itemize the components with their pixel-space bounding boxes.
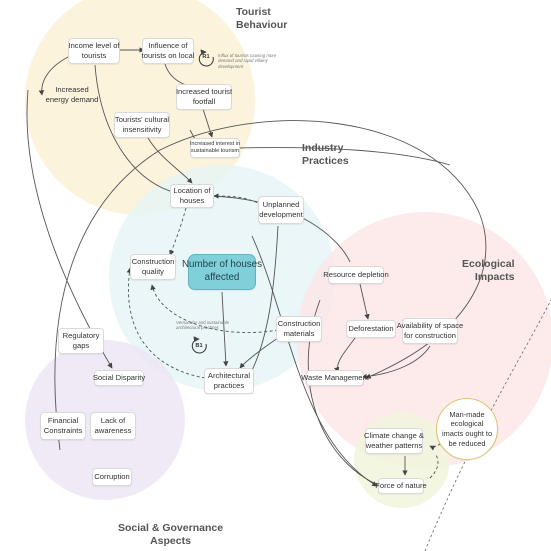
b1-loop-icon [191,336,207,354]
node-deforestation-label: Deforestation [348,324,394,334]
link-income-energy [38,55,71,96]
node-corruption-label: Corruption [94,472,130,482]
node-sustainable-interest[interactable]: Increased interest in sustainable touris… [190,138,240,158]
link-location-ecological [211,195,351,263]
b1-note: Vernacular and sustainable architectural… [176,320,230,331]
node-income-level[interactable]: Income level of tourists [68,38,120,64]
r1-loop-icon [198,49,214,67]
node-construction-materials-label: Construction materials [277,319,321,338]
node-houses-affected-label: Number of houses affected [181,259,263,283]
node-cultural-insensitivity[interactable]: Tourists' cultural insensitivity [114,112,170,138]
cluster-title-social: Social & Governance Aspects [118,522,224,548]
node-waste-management[interactable]: Waste Management [301,370,369,386]
node-regulatory-gaps[interactable]: Regulatory gaps [58,328,104,354]
link-materials-quality [150,284,279,333]
r1-note: Influx of tourists causing more demand a… [218,53,277,69]
node-resource-depletion-label: Resource depletion [323,270,389,280]
node-increased-energy[interactable]: Increased energy demand [44,82,100,108]
link-long-loop [54,120,487,451]
link-houses-architectural [221,291,229,367]
node-influence-local[interactable]: Influence of tourists on local [142,38,194,64]
node-social-disparity[interactable]: Social Disparity [92,370,146,386]
node-space-availability-label: Availability of space for construction [396,321,464,340]
node-waste-management-label: Waste Management [301,373,369,383]
link-energy-social [26,89,113,369]
node-social-disparity-label: Social Disparity [92,373,146,383]
node-lack-awareness[interactable]: Lack of awareness [90,412,136,440]
link-income-location [94,64,177,195]
cluster-title-tourist: Tourist Behaviour [236,6,288,32]
node-location-houses-label: Location of houses [173,186,211,205]
node-influence-local-label: Influence of tourists on local [141,41,195,60]
b1-label: B1 [195,343,203,349]
node-force-nature-label: Force of nature [375,481,427,491]
node-financial-constraints[interactable]: Financial Constraints [40,412,86,440]
node-construction-materials[interactable]: Construction materials [276,316,322,342]
node-increased-energy-label: Increased energy demand [45,85,99,104]
link-location-quality [169,207,187,256]
node-construction-quality-label: Construction quality [131,257,175,276]
link-deforestation-waste [334,337,356,373]
link-unplanned-location [213,193,263,206]
link-resource-deforestation [359,283,370,320]
node-lack-awareness-label: Lack of awareness [94,416,132,435]
link-materials-architectural [239,337,279,369]
node-corruption[interactable]: Corruption [92,468,132,486]
node-resource-depletion[interactable]: Resource depletion [323,266,389,284]
node-regulatory-gaps-label: Regulatory gaps [62,331,100,350]
node-architectural-practices[interactable]: Architectural practices [204,368,254,394]
node-unplanned-development-label: Unplanned development [259,200,303,219]
link-cultural-location [147,137,193,184]
node-increased-footfall-label: Increased tourist footfall [175,87,233,106]
node-climate-change-label: Climate change & weather patterns [364,431,424,450]
link-nature-dashed [429,454,439,479]
node-unplanned-development[interactable]: Unplanned development [258,196,304,224]
node-houses-affected[interactable]: Number of houses affected [182,254,262,290]
node-deforestation[interactable]: Deforestation [346,320,396,338]
cluster-title-industry: Industry Practices [302,142,349,168]
link-footfall-interest [202,108,214,138]
node-financial-constraints-label: Financial Constraints [43,416,83,435]
link-unplanned-architectural [246,225,279,381]
link-interest-ecological [237,147,451,166]
link-architectural-quality [126,267,206,379]
node-income-level-label: Income level of tourists [68,41,120,60]
node-cultural-insensitivity-label: Tourists' cultural insensitivity [114,115,170,134]
node-architectural-practices-label: Architectural practices [207,371,251,390]
cluster-title-ecological: Ecological Impacts [462,258,515,284]
link-space-waste [361,345,431,380]
node-man-made-impacts-label: Man-made ecological imacts ought to be r… [441,409,493,448]
r1-label: R1 [202,54,210,60]
node-increased-footfall[interactable]: Increased tourist footfall [176,84,232,110]
node-construction-quality[interactable]: Construction quality [130,254,176,280]
link-architectural-force [251,235,378,487]
node-location-houses[interactable]: Location of houses [170,184,214,208]
node-sustainable-interest-label: Increased interest in sustainable touris… [189,141,241,154]
node-space-availability[interactable]: Availability of space for construction [397,318,463,344]
node-climate-change[interactable]: Climate change & weather patterns [364,428,424,454]
node-man-made-impacts[interactable]: Man-made ecological imacts ought to be r… [436,398,498,460]
node-force-nature[interactable]: Force of nature [375,478,427,494]
